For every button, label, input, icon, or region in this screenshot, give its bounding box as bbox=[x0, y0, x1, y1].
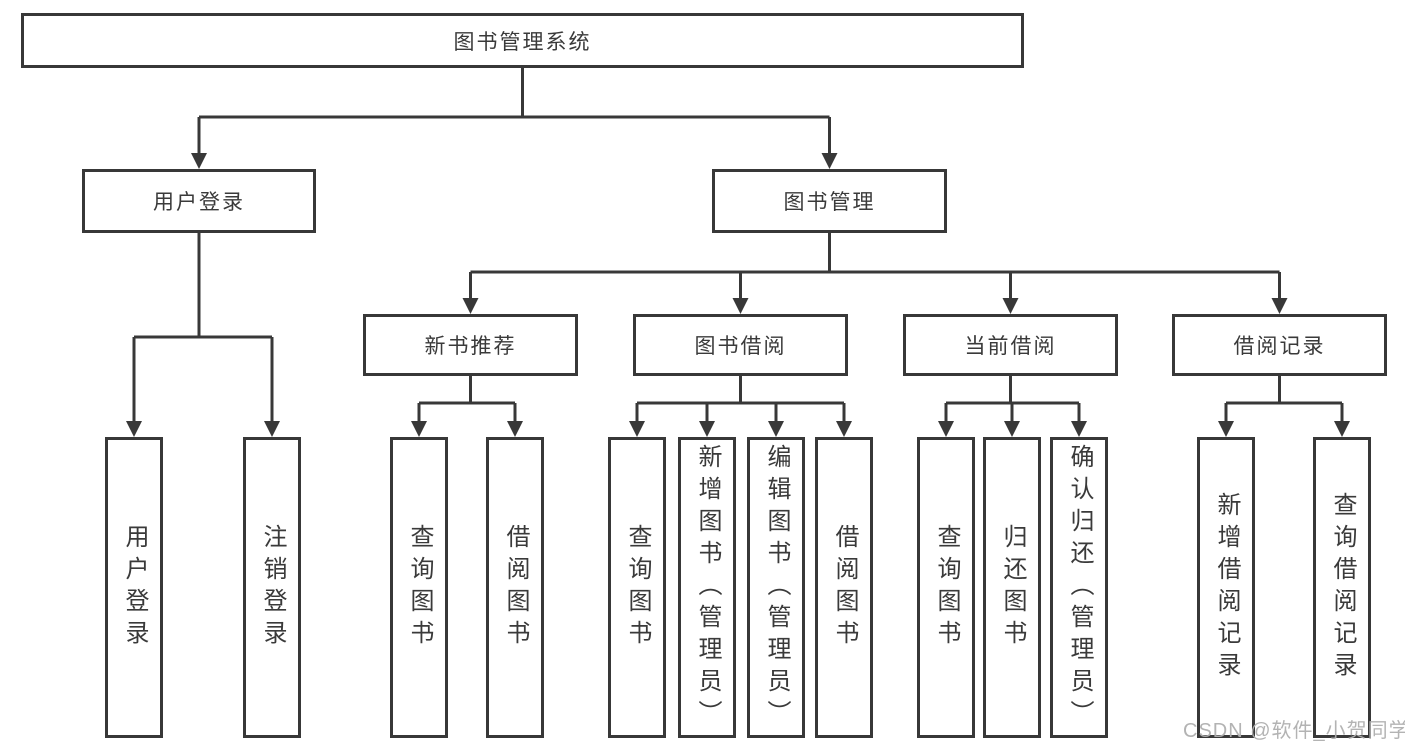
node-borrow-records: 借阅记录 bbox=[1172, 314, 1387, 376]
node-user-login: 用户登录 bbox=[82, 169, 316, 233]
leaf-return-book: 归还图书 bbox=[983, 437, 1041, 738]
leaf-query-books-current: 查询图书 bbox=[917, 437, 975, 738]
leaf-borrow-books: 借阅图书 bbox=[815, 437, 873, 738]
node-new-book-recommend: 新书推荐 bbox=[363, 314, 578, 376]
leaf-add-borrow-record: 新增借阅记录 bbox=[1197, 437, 1255, 738]
leaf-add-book-admin: 新增图书（管理员） bbox=[678, 437, 736, 738]
csdn-watermark: CSDN @软件_小贺同学 bbox=[1183, 720, 1405, 742]
node-book-management: 图书管理 bbox=[712, 169, 947, 233]
node-root-system: 图书管理系统 bbox=[21, 13, 1024, 68]
leaf-edit-book-admin: 编辑图书（管理员） bbox=[747, 437, 805, 738]
leaf-query-borrow-record: 查询借阅记录 bbox=[1313, 437, 1371, 738]
leaf-confirm-return-admin: 确认归还（管理员） bbox=[1050, 437, 1108, 738]
leaf-logout: 注销登录 bbox=[243, 437, 301, 738]
leaf-query-books-recommend: 查询图书 bbox=[390, 437, 448, 738]
node-current-borrow: 当前借阅 bbox=[903, 314, 1118, 376]
node-book-borrow: 图书借阅 bbox=[633, 314, 848, 376]
leaf-query-books-borrow: 查询图书 bbox=[608, 437, 666, 738]
leaf-borrow-books-recommend: 借阅图书 bbox=[486, 437, 544, 738]
leaf-user-login: 用户登录 bbox=[105, 437, 163, 738]
